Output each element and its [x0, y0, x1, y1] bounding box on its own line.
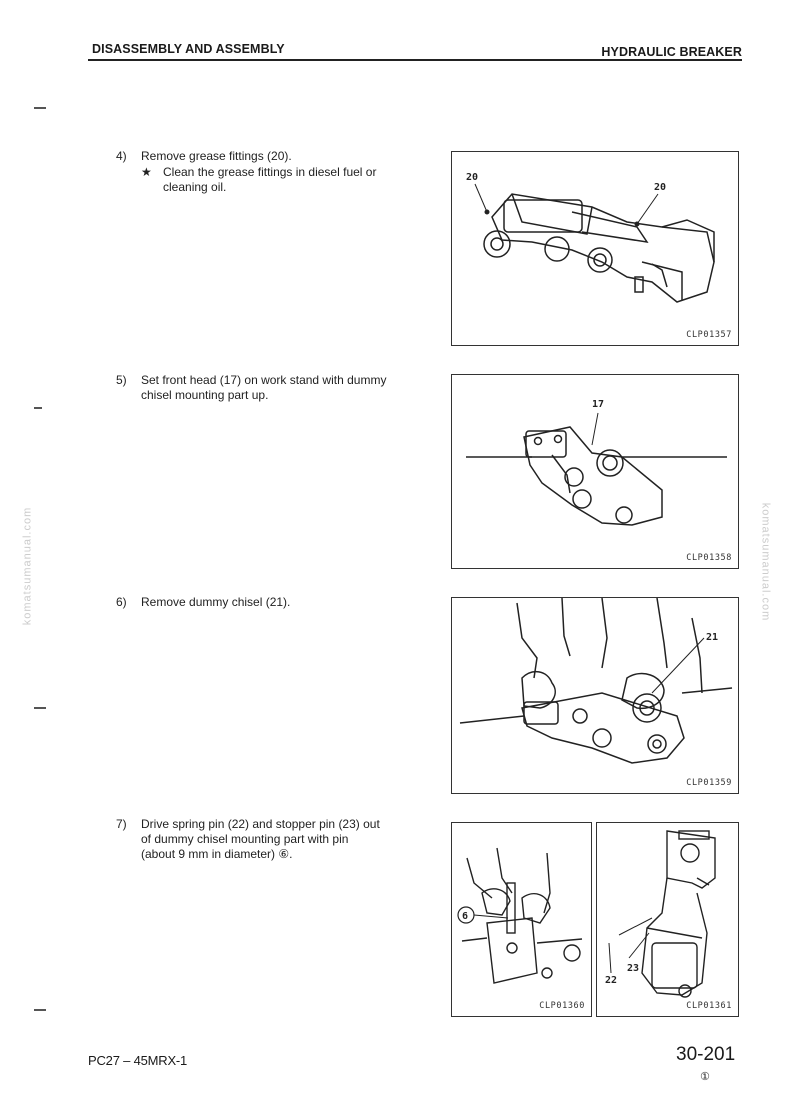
step-6: 6) Remove dummy chisel (21). [116, 595, 436, 611]
callout-23: 23 [627, 963, 639, 974]
step-line: of dummy chisel mounting part with pin [141, 832, 349, 846]
step-4: 4) Remove grease fittings (20). [116, 149, 436, 165]
figure-drawing: 20 20 [466, 172, 715, 303]
figure-code: CLP01359 [686, 778, 732, 788]
step-number: 7) [116, 817, 127, 831]
step-5: 5) Set front head (17) on work stand wit… [116, 373, 436, 405]
figure-grease-fittings: 20 20 CLP01357 [451, 151, 739, 346]
margin-mark [34, 707, 46, 709]
figure-code: CLP01358 [686, 553, 732, 563]
chapter-title: HYDRAULIC BREAKER [601, 45, 742, 59]
step-number: 5) [116, 373, 127, 387]
callout-20a: 20 [466, 172, 478, 183]
margin-mark [34, 1009, 46, 1011]
figure-dummy-chisel: 21 CLP01359 [451, 597, 739, 794]
step-line: Set front head (17) on work stand with d… [141, 373, 387, 387]
margin-mark [34, 407, 42, 409]
figure-drawing: 6 [457, 847, 583, 984]
star-icon: ★ [141, 165, 152, 179]
callout-17: 17 [592, 399, 604, 410]
step-line: Remove dummy chisel (21). [141, 595, 291, 609]
step-line: chisel mounting part up. [141, 388, 269, 402]
callout-tool-6: 6 [462, 911, 468, 922]
model-number: PC27 – 45MRX-1 [88, 1053, 188, 1068]
revision-mark: ① [700, 1071, 710, 1083]
note-line: cleaning oil. [163, 180, 227, 194]
figure-front-head: 17 CLP01358 [451, 374, 739, 569]
figure-pin-locations: 22 23 CLP01361 [596, 822, 739, 1017]
step-7: 7) Drive spring pin (22) and stopper pin… [116, 817, 436, 865]
step-4-note: ★ Clean the grease fittings in diesel fu… [141, 165, 441, 197]
margin-mark [34, 107, 46, 109]
step-number: 4) [116, 149, 127, 163]
figure-code: CLP01361 [686, 1001, 732, 1011]
figure-drive-pins: 6 CLP01360 [451, 822, 592, 1017]
section-title: DISASSEMBLY AND ASSEMBLY [92, 42, 285, 56]
step-number: 6) [116, 595, 127, 609]
figure-drawing: 21 [459, 598, 733, 764]
figure-drawing: 17 [466, 399, 727, 526]
step-line: Drive spring pin (22) and stopper pin (2… [141, 817, 380, 831]
callout-22: 22 [605, 975, 617, 986]
watermark-right: komatsumanual.com [759, 502, 772, 622]
note-line: Clean the grease fittings in diesel fuel… [163, 165, 377, 179]
header-rule [88, 59, 742, 61]
figure-code: CLP01357 [686, 330, 732, 340]
step-text: Remove grease fittings (20). [141, 149, 292, 163]
callout-21: 21 [706, 632, 718, 643]
watermark-left: komatsumanual.com [21, 506, 34, 626]
figure-code: CLP01360 [539, 1001, 585, 1011]
figure-drawing: 22 23 [605, 830, 716, 998]
callout-20b: 20 [654, 182, 666, 193]
step-line: (about 9 mm in diameter) ⑥. [141, 847, 293, 861]
page-number: 30-201 [676, 1044, 736, 1065]
